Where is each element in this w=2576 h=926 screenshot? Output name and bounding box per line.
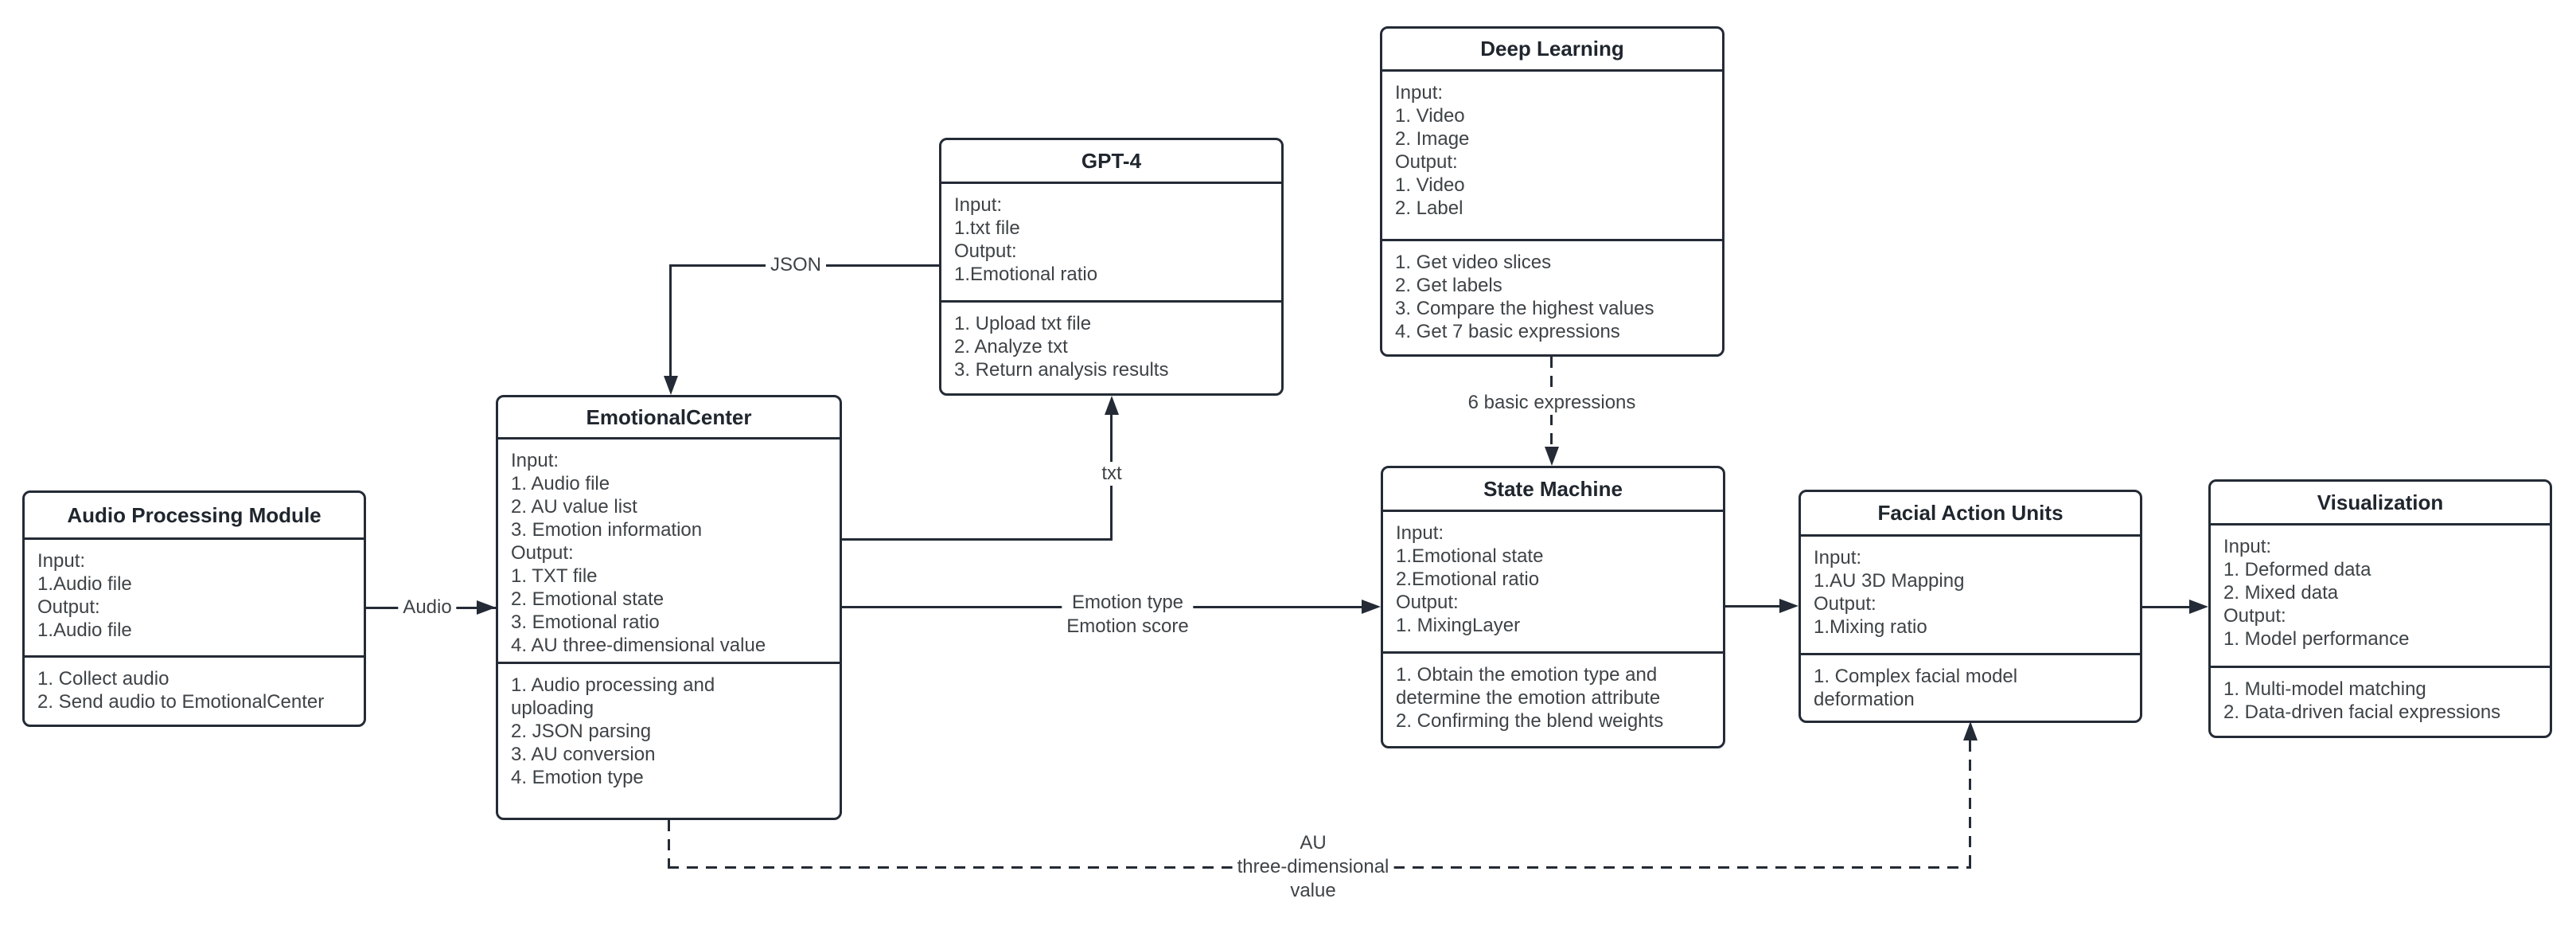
arrowhead (1963, 721, 1978, 740)
box-gpt-4: GPT-4 Input: 1.txt file Output: 1.Emotio… (939, 138, 1284, 396)
box-attributes: Input: 1.txt file Output: 1.Emotional ra… (941, 182, 1281, 300)
box-title: GPT-4 (1081, 148, 1142, 173)
edge-label-au-value: AU three-dimensional value (1232, 831, 1394, 903)
box-state-machine: State Machine Input: 1.Emotional state 2… (1381, 466, 1725, 748)
box-title: Audio Processing Module (67, 502, 322, 527)
arrowhead (2189, 600, 2208, 614)
edge-sm-to-fau-line (1725, 605, 1781, 608)
box-facial-action-units: Facial Action Units Input: 1.AU 3D Mappi… (1799, 490, 2142, 723)
box-methods: 1. Complex facial model deformation (1801, 653, 2140, 721)
edge-label-six-basic: 6 basic expressions (1463, 391, 1641, 415)
box-deep-learning: Deep Learning Input: 1. Video 2. Image O… (1380, 26, 1724, 357)
box-title: Visualization (2317, 490, 2444, 514)
box-methods: 1. Multi-model matching 2. Data-driven f… (2211, 666, 2550, 736)
edge-au-value-line-v1 (668, 820, 670, 869)
box-emotional-center: EmotionalCenter Input: 1. Audio file 2. … (496, 395, 842, 820)
box-title: Deep Learning (1480, 37, 1624, 61)
box-title: EmotionalCenter (586, 404, 752, 429)
box-title: State Machine (1483, 476, 1623, 501)
box-visualization: Visualization Input: 1. Deformed data 2.… (2208, 479, 2552, 738)
box-attributes: Input: 1.Emotional state 2.Emotional rat… (1383, 510, 1723, 651)
box-methods: 1. Upload txt file 2. Analyze txt 3. Ret… (941, 300, 1281, 393)
box-audio-processing-module: Audio Processing Module Input: 1.Audio f… (22, 490, 366, 727)
edge-label-json: JSON (765, 253, 827, 277)
edge-label-emotion: Emotion type Emotion score (1062, 591, 1194, 639)
box-attributes: Input: 1. Deformed data 2. Mixed data Ou… (2211, 523, 2550, 666)
box-title: Facial Action Units (1877, 501, 2064, 525)
box-attributes: Input: 1.AU 3D Mapping Output: 1.Mixing … (1801, 534, 2140, 653)
box-methods: 1. Collect audio 2. Send audio to Emotio… (25, 655, 364, 725)
box-attributes: Input: 1.Audio file Output: 1.Audio file (25, 537, 364, 655)
edge-json-line-v (669, 264, 672, 377)
arrowhead (1105, 396, 1119, 415)
edge-label-audio: Audio (398, 596, 457, 619)
edge-fau-to-vis-line (2142, 606, 2191, 608)
edge-au-value-line-v2 (1969, 740, 1971, 868)
edge-txt-line-h (842, 538, 1113, 541)
box-methods: 1. Audio processing and uploading 2. JSO… (498, 662, 840, 818)
arrowhead (664, 376, 678, 395)
edge-label-txt: txt (1097, 462, 1127, 486)
box-attributes: Input: 1. Audio file 2. AU value list 3.… (498, 437, 840, 662)
arrowhead (1779, 599, 1799, 613)
box-attributes: Input: 1. Video 2. Image Output: 1. Vide… (1382, 69, 1722, 239)
arrowhead (1362, 600, 1381, 614)
arrowhead (1545, 447, 1559, 466)
arrowhead (477, 600, 496, 615)
box-methods: 1. Obtain the emotion type and determine… (1383, 651, 1723, 746)
box-methods: 1. Get video slices 2. Get labels 3. Com… (1382, 239, 1722, 354)
